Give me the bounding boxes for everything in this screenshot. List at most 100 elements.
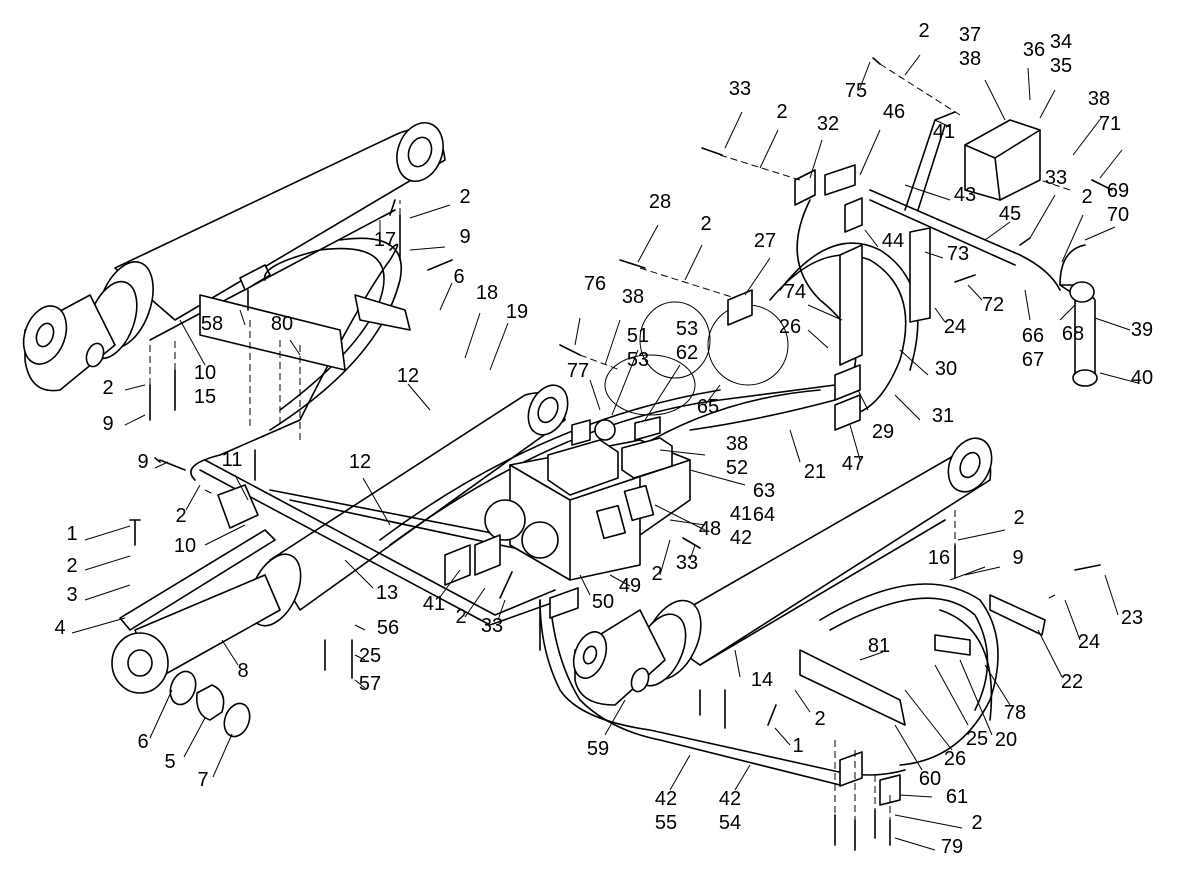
callout-group: 22 xyxy=(1061,671,1083,693)
callout-number: 29 xyxy=(872,421,894,443)
callout-group: 3 xyxy=(66,584,77,606)
callout-group: 2 xyxy=(102,377,113,399)
callout-group: 38 xyxy=(622,286,644,308)
callout-number: 78 xyxy=(1004,702,1026,724)
callout-number: 65 xyxy=(697,396,719,418)
callout-group: 47 xyxy=(842,453,864,475)
callout-group: 2 xyxy=(918,20,929,42)
callout-number: 77 xyxy=(567,360,589,382)
callout-number: 2 xyxy=(814,708,825,730)
callout-number: 52 xyxy=(726,457,748,479)
callout-number: 42 xyxy=(655,788,677,810)
callout-group: 29 xyxy=(872,421,894,443)
callout-group: 76 xyxy=(584,273,606,295)
callout-group: 23 xyxy=(1121,607,1143,629)
callout-number: 39 xyxy=(1131,319,1153,341)
callout-number: 50 xyxy=(592,591,614,613)
callout-number: 2 xyxy=(971,812,982,834)
callout-number: 22 xyxy=(1061,671,1083,693)
callout-group: 11 xyxy=(222,449,243,471)
callout-group: 9 xyxy=(1012,547,1023,569)
callout-group: 28 xyxy=(649,191,671,213)
right-cylinder xyxy=(572,437,993,706)
callout-number: 26 xyxy=(779,316,801,338)
callout-number: 2 xyxy=(175,505,186,527)
callout-number: 10 xyxy=(194,362,216,384)
callout-group: 7 xyxy=(197,769,208,791)
callout-group: 40 xyxy=(1131,367,1153,389)
callout-group: 57 xyxy=(359,673,381,695)
callout-number: 4 xyxy=(54,617,65,639)
callout-number: 70 xyxy=(1107,204,1129,226)
callout-group: 9 xyxy=(459,226,470,248)
callout-number: 40 xyxy=(1131,367,1153,389)
callout-number: 72 xyxy=(982,294,1004,316)
callout-group: 2 xyxy=(455,606,466,628)
callout-number: 38 xyxy=(1088,88,1110,110)
callout-group: 31 xyxy=(932,405,954,427)
callout-number: 25 xyxy=(359,645,381,667)
callout-group: 72 xyxy=(982,294,1004,316)
callout-number: 51 xyxy=(627,325,649,347)
callout-group: 75 xyxy=(845,80,867,102)
leader-lines xyxy=(71,54,1139,851)
callout-number: 49 xyxy=(619,575,641,597)
callout-group: 9 xyxy=(137,451,148,473)
callout-group: 18 xyxy=(476,282,498,304)
callout-number: 56 xyxy=(377,617,399,639)
callout-number: 58 xyxy=(201,313,223,335)
callout-number: 28 xyxy=(649,191,671,213)
callout-number: 5 xyxy=(164,751,175,773)
callout-number: 10 xyxy=(174,535,196,557)
callout-number: 24 xyxy=(1078,631,1100,653)
callout-number: 8 xyxy=(237,660,248,682)
callout-number: 34 xyxy=(1050,31,1072,53)
callout-number: 1 xyxy=(66,523,77,545)
callout-number: 9 xyxy=(102,413,113,435)
callout-number: 2 xyxy=(459,186,470,208)
callout-group: 5 xyxy=(164,751,175,773)
callout-number: 32 xyxy=(817,113,839,135)
callout-number: 63 xyxy=(753,480,775,502)
callout-group: 4 xyxy=(54,617,65,639)
callout-group: 2 xyxy=(776,101,787,123)
callout-group: 41 xyxy=(933,121,955,143)
assembly-lines xyxy=(149,63,1071,820)
callout-group: 73 xyxy=(947,243,969,265)
callout-number: 41 xyxy=(730,503,752,525)
callout-number: 11 xyxy=(222,449,243,471)
callout-group: 81 xyxy=(868,635,890,657)
callout-number: 2 xyxy=(1013,507,1024,529)
callout-group: 33 xyxy=(481,615,503,637)
callout-group: 19 xyxy=(506,301,528,323)
callout-group: 24 xyxy=(944,316,966,338)
fasteners xyxy=(129,57,1113,851)
callout-number: 42 xyxy=(730,527,752,549)
callout-group: 60 xyxy=(919,768,941,790)
callout-group: 26 xyxy=(779,316,801,338)
callout-number: 79 xyxy=(941,836,963,858)
callout-group: 68 xyxy=(1062,323,1084,345)
callout-number: 15 xyxy=(194,386,216,408)
callout-number: 25 xyxy=(966,728,988,750)
callout-number: 6 xyxy=(137,731,148,753)
callout-group: 13 xyxy=(376,582,398,604)
callout-number: 66 xyxy=(1022,325,1044,347)
callout-number: 9 xyxy=(1012,547,1023,569)
callout-group: 39 xyxy=(1131,319,1153,341)
callout-number: 38 xyxy=(959,48,981,70)
callout-number: 43 xyxy=(954,184,976,206)
callout-number: 54 xyxy=(719,812,741,834)
callout-number: 2 xyxy=(700,213,711,235)
callout-number: 57 xyxy=(359,673,381,695)
callout-group: 2 xyxy=(971,812,982,834)
callout-number: 37 xyxy=(959,24,981,46)
